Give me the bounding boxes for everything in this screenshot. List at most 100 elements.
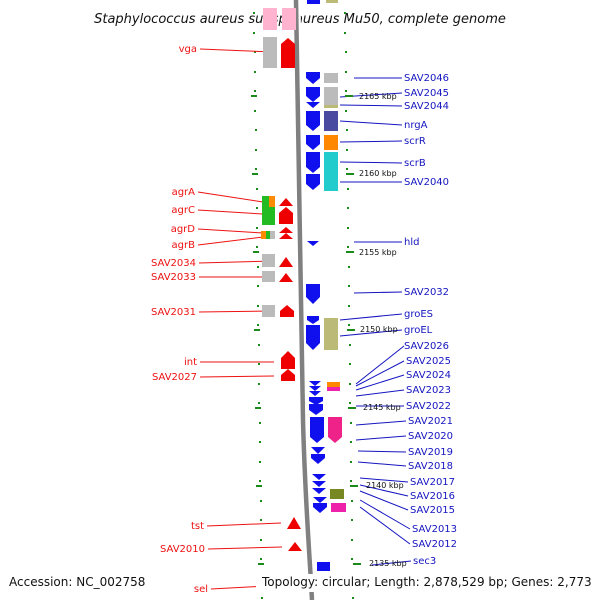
leader-line [339, 329, 403, 337]
tick-mark [351, 519, 353, 521]
gene-label-SAV2017[interactable]: SAV2017 [410, 477, 455, 488]
feature-arrow [279, 198, 293, 206]
leader-line [198, 260, 274, 264]
tick-mark [251, 95, 257, 97]
feature-arrow [280, 305, 294, 317]
gene-label-agrA[interactable]: agrA [172, 187, 196, 198]
gene-label-agrC[interactable]: agrC [171, 205, 195, 216]
feature-arrow [279, 207, 293, 224]
tick-mark [347, 227, 349, 229]
gene-label-hld[interactable]: hld [404, 237, 419, 248]
gene-label-SAV2015[interactable]: SAV2015 [410, 505, 455, 516]
right-strand-features [306, 0, 346, 571]
kbp-label: 2155 kbp [359, 248, 397, 257]
gene-label-SAV2016[interactable]: SAV2016 [410, 491, 455, 502]
SAV2013-gene [313, 497, 327, 503]
SAV2017-gene [312, 474, 326, 480]
kbp-label: 2135 kbp [369, 559, 407, 568]
gene-label-SAV2023[interactable]: SAV2023 [406, 385, 451, 396]
leader-line [339, 161, 403, 164]
tick-mark [257, 285, 259, 287]
gene-label-SAV2025[interactable]: SAV2025 [406, 356, 451, 367]
kbp-scale: 2165 kbp 2160 kbp 2155 kbp 2150 kbp 2145… [345, 92, 407, 568]
gene-label-SAV2045[interactable]: SAV2045 [404, 88, 449, 99]
gene-label-sel[interactable]: sel [194, 584, 208, 595]
gene-label-agrD[interactable]: agrD [171, 224, 196, 235]
feature-arrow [282, 8, 296, 18]
agrD-gene [261, 231, 266, 239]
leader-line [357, 450, 407, 453]
tick-mark [253, 12, 255, 14]
feature-block [330, 489, 344, 499]
leader-line [207, 546, 283, 550]
gene-label-tst[interactable]: tst [191, 521, 204, 532]
SAV2034-gene [262, 254, 275, 267]
feature-block [269, 196, 275, 207]
leader-line [198, 310, 274, 313]
gene-label-vga[interactable]: vga [179, 44, 197, 55]
tick-mark [345, 90, 347, 92]
tick-mark [345, 110, 347, 112]
gene-label-SAV2046[interactable]: SAV2046 [404, 73, 449, 84]
leader-line [339, 120, 403, 126]
scrB-gene [306, 152, 320, 173]
leader-line [359, 499, 411, 530]
kbp-label: 2140 kbp [366, 481, 404, 490]
gene-label-SAV2026[interactable]: SAV2026 [404, 341, 449, 352]
SAV2045-gene [306, 87, 320, 102]
gene-label-groES[interactable]: groES [404, 309, 433, 320]
gene-label-SAV2021[interactable]: SAV2021 [408, 416, 453, 427]
gene-label-SAV2044[interactable]: SAV2044 [404, 101, 449, 112]
tick-mark [346, 168, 348, 170]
gene-label-SAV2013[interactable]: SAV2013 [412, 524, 457, 535]
tick-mark [254, 71, 256, 73]
feature-block [327, 387, 340, 391]
gene-label-SAV2031[interactable]: SAV2031 [151, 307, 196, 318]
gene-label-SAV2034[interactable]: SAV2034 [151, 258, 196, 269]
gene-label-agrB[interactable]: agrB [172, 240, 196, 251]
tick-mark [259, 422, 261, 424]
tick-mark [258, 383, 260, 385]
gene-label-SAV2027[interactable]: SAV2027 [152, 372, 197, 383]
nrgA-gene [306, 111, 320, 131]
gene-label-SAV2019[interactable]: SAV2019 [408, 447, 453, 458]
tick-mark [255, 149, 257, 151]
gene-label-SAV2024[interactable]: SAV2024 [406, 370, 451, 381]
gene-label-SAV2020[interactable]: SAV2020 [408, 431, 453, 442]
gene-label-SAV2022[interactable]: SAV2022 [406, 401, 451, 412]
tick-mark [350, 480, 352, 482]
tick-mark [350, 461, 352, 463]
tick-mark [255, 129, 257, 131]
feature-block [328, 417, 342, 443]
gene-label-SAV2018[interactable]: SAV2018 [408, 461, 453, 472]
kbp-label: 2150 kbp [360, 325, 398, 334]
gene-label-SAV2040[interactable]: SAV2040 [404, 177, 449, 188]
gene-label-sec3[interactable]: sec3 [413, 556, 436, 567]
SAV2016-gene [312, 481, 326, 487]
gene-label-SAV2010[interactable]: SAV2010 [160, 544, 205, 555]
gene-label-SAV2032[interactable]: SAV2032 [404, 287, 449, 298]
SAV2031-gene [262, 305, 275, 317]
kbp-label: 2145 kbp [363, 403, 401, 412]
feature-block [324, 111, 338, 131]
kbp-label: 2160 kbp [359, 169, 397, 178]
gene-label-nrgA[interactable]: nrgA [404, 120, 428, 131]
tick-mark [260, 519, 262, 521]
right-gene-labels: SAV2046 SAV2045 SAV2044 nrgA scrR scrB S… [404, 73, 457, 567]
tick-mark [258, 363, 260, 365]
gene-label-scrB[interactable]: scrB [404, 158, 426, 169]
tick-mark [254, 329, 260, 331]
leader-line [197, 191, 264, 203]
gene-label-scrR[interactable]: scrR [404, 136, 426, 147]
gene-label-SAV2033[interactable]: SAV2033 [151, 272, 196, 283]
tick-mark [349, 402, 351, 404]
gene-label-SAV2012[interactable]: SAV2012 [412, 539, 457, 550]
SAV2027-gene [281, 369, 295, 381]
feature-block [324, 87, 338, 105]
leader-line [355, 420, 407, 426]
gene-label-int[interactable]: int [184, 357, 197, 368]
tick-columns [251, 12, 354, 599]
gene-label-groEL[interactable]: groEL [404, 325, 433, 336]
feature-arrow [279, 227, 293, 233]
tick-mark [348, 285, 350, 287]
